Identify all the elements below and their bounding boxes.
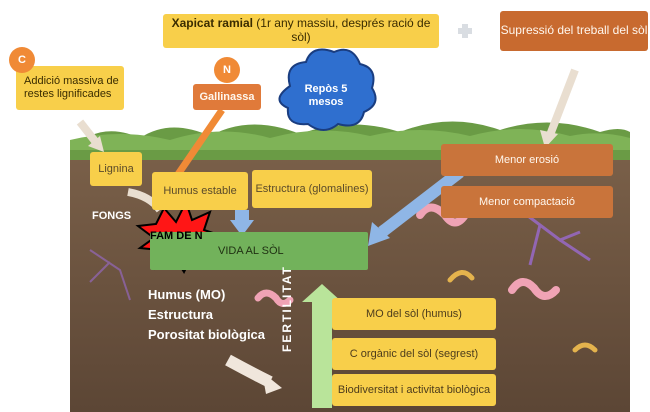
ramial-chip-box: Xapicat ramial (1r any massiu, després r… [163, 14, 439, 48]
ramial-chip-detail: (1r any massiu, després ració de sòl) [252, 16, 431, 44]
porosity-label: Porositat biològica [148, 327, 266, 342]
carbon-box: Addició massiva de restes lignificades [16, 66, 124, 110]
lignin-label: Lignina [98, 162, 134, 175]
less-erosion-label: Menor erosió [494, 153, 560, 166]
c-organic-box: C orgànic del sòl (segrest) [332, 338, 496, 370]
structure-glomalines-box: Estructura (glomalines) [252, 170, 372, 208]
carbon-text: Addició massiva de restes lignificades [24, 75, 119, 100]
lignin-box: Lignina [90, 152, 142, 186]
biodiversity-label: Biodiversitat i activitat biològica [337, 383, 491, 396]
c-organic-label: C orgànic del sòl (segrest) [349, 347, 479, 360]
rest-label: Repòs 5 mesos [304, 83, 348, 108]
biodiversity-box: Biodiversitat i activitat biològica [332, 374, 496, 406]
less-erosion-box: Menor erosió [441, 144, 613, 176]
fertility-label: FERTILITAT [280, 265, 294, 352]
hunger-label: FAM DE N [150, 230, 203, 242]
mo-soil-label: MO del sòl (humus) [366, 307, 462, 320]
stable-humus-label: Humus estable [163, 184, 237, 197]
poultry-manure-label: Gallinassa [199, 90, 255, 103]
fungi-label: FONGS [92, 210, 132, 222]
less-compaction-label: Menor compactació [479, 195, 575, 208]
worm-icon [254, 289, 294, 307]
no-tillage-label: Supressió del treball del sòl [500, 23, 648, 38]
mo-soil-box: MO del sòl (humus) [332, 298, 496, 330]
stable-humus-box: Humus estable [152, 172, 248, 210]
plus-icon [458, 24, 472, 38]
less-compaction-box: Menor compactació [441, 186, 613, 218]
larva-icon [447, 270, 475, 283]
rest-cloud [278, 48, 377, 131]
carbon-marker: C [9, 47, 35, 73]
structure-glomalines-label: Estructura (glomalines) [255, 182, 369, 195]
poultry-manure-box: Gallinassa [193, 84, 261, 110]
ramial-chip-title: Xapicat ramial [171, 16, 253, 31]
worm-icon [508, 278, 560, 300]
larva-icon [572, 342, 598, 353]
no-tillage-box: Supressió del treball del sòl [500, 11, 648, 51]
humus-mo-label: Humus (MO) [148, 287, 226, 302]
nitrogen-marker: N [214, 57, 240, 83]
structure-label: Estructura [148, 307, 214, 322]
soil-life-label: VIDA AL SÒL [218, 244, 284, 257]
soil-life-bar: VIDA AL SÒL [150, 232, 368, 270]
